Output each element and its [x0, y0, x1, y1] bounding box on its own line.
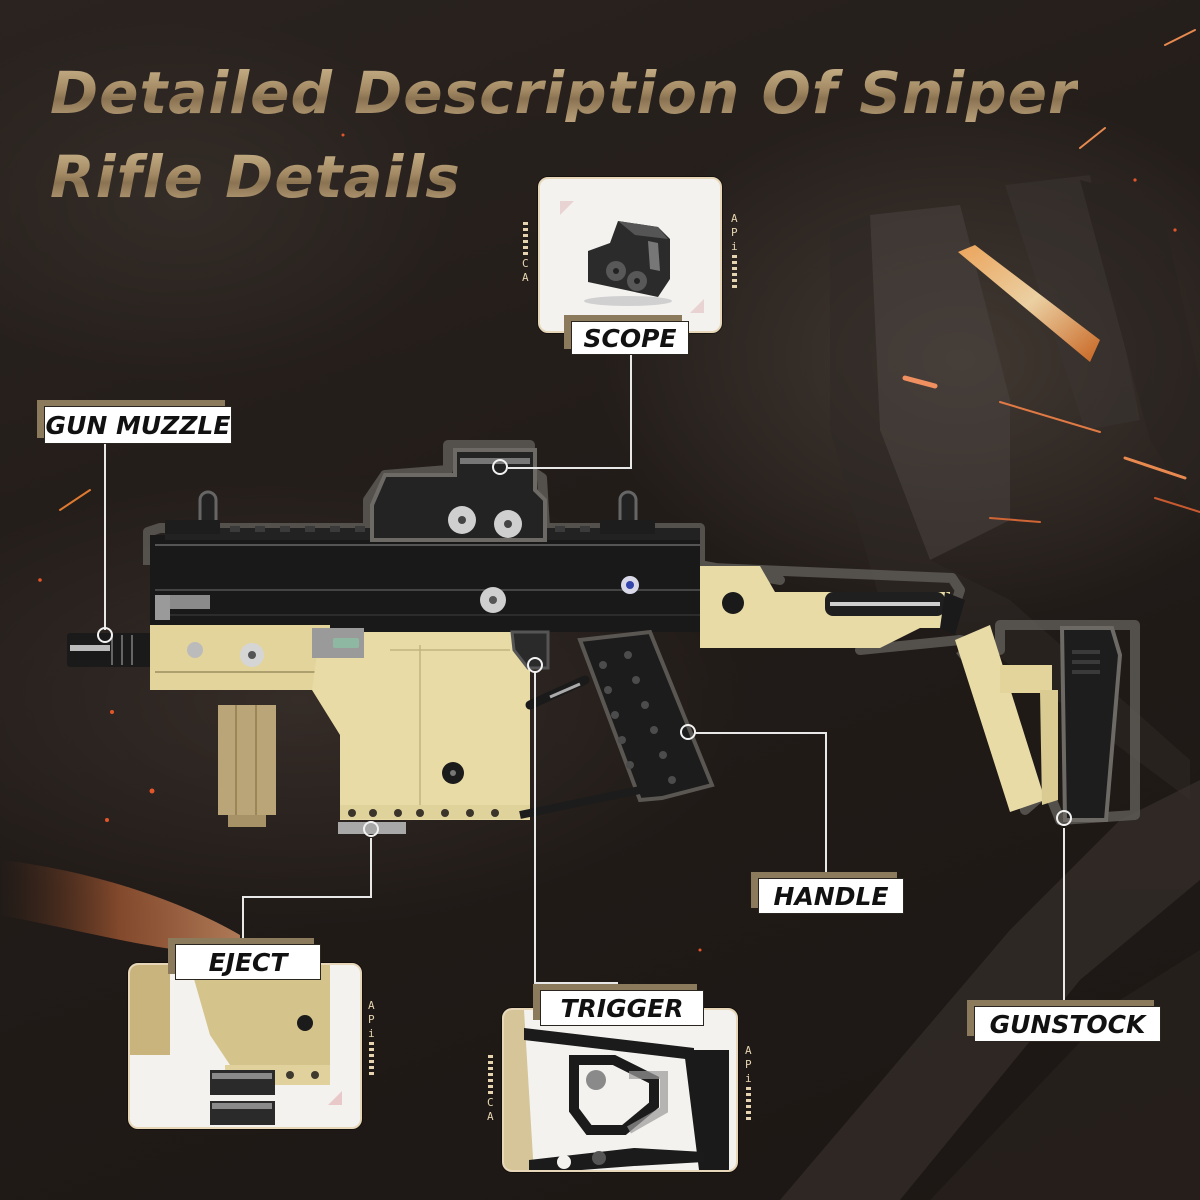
eject-panel-right-mark: A P i: [368, 1000, 375, 1075]
eject-detail-photo: [128, 963, 362, 1129]
sparks: [59, 29, 1200, 523]
callout-scope: SCOPE: [571, 321, 689, 355]
handle-leader-horizontal: [695, 732, 827, 734]
emblem-shape: [830, 175, 1200, 800]
trigger-panel-right-mark: A P i: [745, 1045, 752, 1120]
trigger-image: [504, 1010, 729, 1170]
scope-anchor-dot: [492, 459, 508, 475]
eject-anchor-dot: [363, 821, 379, 837]
callout-eject: EJECT: [175, 944, 321, 980]
scope-leader-horizontal: [508, 467, 632, 469]
callout-gunstock: GUNSTOCK: [974, 1006, 1161, 1042]
scope-detail-photo: [538, 177, 722, 333]
handle-leader-vertical: [825, 732, 827, 877]
page-title-line-2: Rifle Details: [50, 143, 461, 211]
callout-gun-muzzle: GUN MUZZLE: [44, 406, 232, 444]
eject-leader-vertical-1: [370, 838, 372, 898]
gunstock-anchor-dot: [1056, 810, 1072, 826]
gun-muzzle-anchor-dot: [97, 627, 113, 643]
callout-trigger: TRIGGER: [540, 990, 704, 1026]
gunstock-leader: [1063, 828, 1065, 1006]
trigger-leader-vertical: [534, 672, 536, 984]
trigger-panel-left-mark: C A: [487, 1055, 494, 1122]
trigger-detail-photo: [502, 1008, 738, 1172]
callout-handle: HANDLE: [758, 878, 904, 914]
gun-muzzle-leader: [104, 444, 106, 630]
trigger-leader-horizontal: [534, 982, 618, 984]
trigger-anchor-dot: [527, 657, 543, 673]
trigger-leader-vertical-2: [616, 982, 618, 990]
page-title-line-1: Detailed Description Of Sniper: [50, 59, 1078, 127]
scope-image: [560, 201, 704, 313]
eject-leader-vertical-2: [242, 896, 244, 944]
eject-leader-horizontal: [242, 896, 372, 898]
eject-image: [130, 965, 342, 1125]
scope-panel-right-mark: A P i: [731, 213, 738, 288]
scope-leader-vertical: [630, 352, 632, 468]
handle-anchor-dot: [680, 724, 696, 740]
scope-panel-left-mark: C A: [522, 222, 529, 283]
